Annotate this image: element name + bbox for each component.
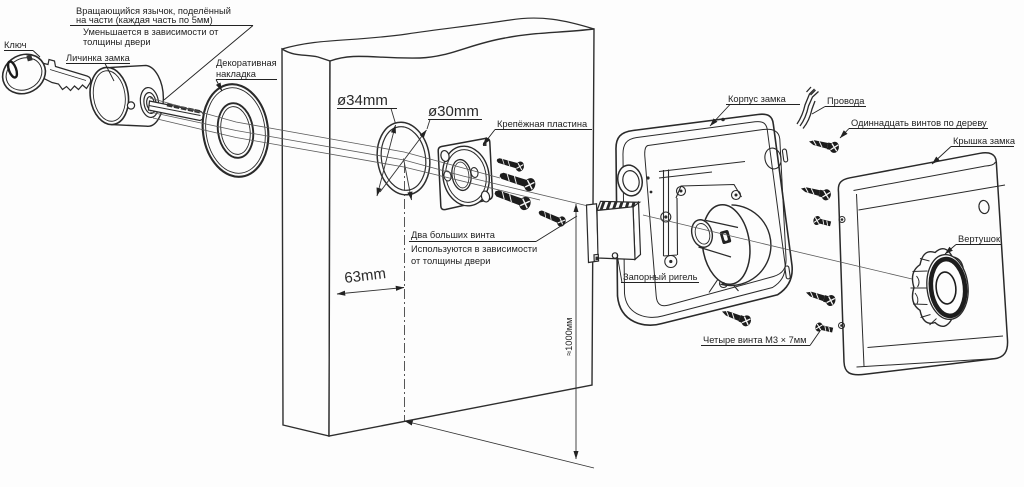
svg-text:Вращающийся язычок, поделённый: Вращающийся язычок, поделённый (76, 6, 231, 16)
svg-text:Личинка замка: Личинка замка (66, 53, 131, 63)
svg-text:толщины двери: толщины двери (83, 37, 151, 47)
svg-text:Провода: Провода (827, 96, 865, 106)
svg-text:на части (каждая часть по 5мм): на части (каждая часть по 5мм) (76, 15, 213, 25)
svg-text:Запорный ригель: Запорный ригель (623, 272, 698, 282)
svg-text:63mm: 63mm (343, 265, 386, 287)
svg-text:Корпус замка: Корпус замка (728, 94, 787, 104)
svg-text:Одиннадцать винтов по дереву: Одиннадцать винтов по дереву (851, 118, 987, 128)
svg-text:Декоративная: Декоративная (216, 58, 277, 68)
svg-text:≈1000мм: ≈1000мм (564, 317, 574, 356)
svg-text:Уменьшается в зависимости от: Уменьшается в зависимости от (83, 27, 219, 37)
svg-text:Четыре винта М3 × 7мм: Четыре винта М3 × 7мм (703, 335, 807, 345)
svg-text:Ключ: Ключ (4, 40, 27, 50)
svg-text:Крепёжная пластина: Крепёжная пластина (497, 119, 588, 129)
svg-text:Используются в зависимости: Используются в зависимости (411, 244, 537, 254)
svg-text:ø30mm: ø30mm (428, 103, 479, 120)
svg-text:от толщины двери: от толщины двери (411, 256, 490, 266)
svg-text:Вертушок: Вертушок (958, 234, 1001, 244)
svg-text:накладка: накладка (216, 69, 257, 79)
svg-text:Крышка замка: Крышка замка (953, 136, 1016, 146)
svg-text:ø34mm: ø34mm (337, 92, 388, 109)
svg-text:Два больших винта: Два больших винта (411, 230, 496, 240)
